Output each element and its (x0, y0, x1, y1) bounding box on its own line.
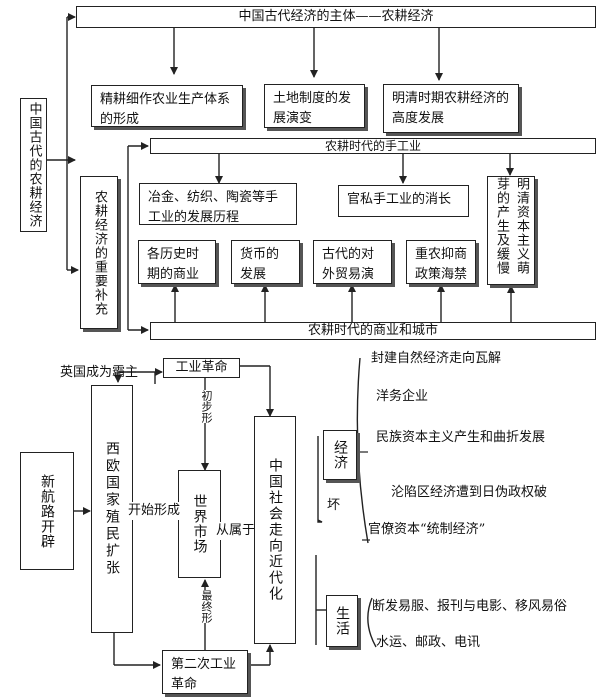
colonial-expansion-label: 西欧国家殖民扩张 (104, 441, 120, 577)
life-label: 生活 (334, 606, 350, 636)
economy-item-westernization: 洋务企业 (376, 389, 429, 404)
life-box: 生活 (326, 595, 358, 647)
haijin-policy-box: 重农抑商政策海禁 (406, 240, 476, 284)
economy-label: 经济 (332, 440, 348, 470)
life-item-communications: 水运、邮政、电讯 (376, 635, 481, 650)
ming-qing-economy-box: 明清时期农耕经济的高度发展 (383, 84, 519, 133)
official-private-handicraft-label: 官私手工业的消长 (347, 192, 452, 207)
intensive-farming-label: 精耕细作农业生产体系的形成 (100, 92, 231, 127)
start-forming-label: 开始形成 (128, 502, 181, 520)
new-sea-routes-label: 新航路开辟 (39, 473, 55, 549)
ancient-agrarian-economy-label: 中国古代的农耕经济 (26, 102, 42, 228)
intensive-farming-box: 精耕细作农业生产体系的形成 (91, 85, 243, 127)
handicraft-box: 农耕时代的手工业 (150, 138, 596, 154)
industrial-revolution-label: 工业革命 (175, 360, 228, 375)
currency-label: 货币的发展 (240, 247, 280, 282)
metal-textile-ceramic-label: 冶金、纺织、陶瓷等手工业的发展历程 (148, 190, 279, 225)
handicraft-label: 农耕时代的手工业 (324, 139, 421, 153)
main-subject-label: 中国古代经济的主体——农耕经济 (238, 9, 434, 24)
important-supplement-label: 农耕经济的重要补充 (92, 189, 107, 316)
commerce-city-label: 农耕时代的商业和城市 (307, 323, 438, 338)
currency-box: 货币的发展 (231, 240, 300, 284)
britain-hegemon-label: 英国成为霸主 (60, 365, 139, 380)
economy-item-national-capitalism: 民族资本主义产生和曲折发展 (376, 430, 546, 445)
economy-box: 经济 (323, 430, 357, 480)
subordinate-label: 从属于 (216, 522, 256, 540)
ancient-agrarian-economy-box: 中国古代的农耕经济 (20, 98, 47, 232)
official-private-handicraft-box: 官私手工业的消长 (338, 185, 469, 217)
commerce-history-label: 各历史时期的商业 (147, 247, 200, 282)
capitalism-sprouts-box: 明清资本主义萌芽的产生及缓慢 (487, 176, 535, 285)
land-system-label: 土地制度的发展演变 (273, 91, 352, 126)
world-market-box: 世界市场 (178, 470, 221, 578)
second-industrial-revolution-box: 第二次工业革命 (162, 650, 248, 694)
colonial-expansion-box: 西欧国家殖民扩张 (91, 385, 133, 633)
foreign-trade-box: 古代的对外贸易演 (313, 240, 392, 284)
new-sea-routes-box: 新航路开辟 (20, 452, 74, 570)
metal-textile-ceramic-box: 冶金、纺织、陶瓷等手工业的发展历程 (139, 183, 297, 225)
commerce-city-box: 农耕时代的商业和城市 (150, 322, 596, 340)
haijin-policy-label: 重农抑商政策海禁 (415, 247, 468, 282)
capitalism-sprouts-label: 明清资本主义萌芽的产生及缓慢 (494, 177, 529, 275)
foreign-trade-label: 古代的对外贸易演 (322, 247, 375, 282)
commerce-history-box: 各历史时期的商业 (138, 240, 216, 284)
life-item-customs: 断发易服、报刊与电影、移风易俗 (372, 599, 568, 614)
land-system-box: 土地制度的发展演变 (264, 84, 365, 128)
industrial-revolution-box: 工业革命 (163, 358, 240, 378)
second-industrial-revolution-label: 第二次工业革命 (171, 657, 237, 692)
world-market-label: 世界市场 (191, 494, 208, 554)
main-subject-box: 中国古代经济的主体——农耕经济 (76, 6, 596, 28)
initial-formation-label: 初步形 (200, 390, 213, 423)
economy-item-occupied-areas: 沦陷区经济遭到日伪政权破 (391, 485, 548, 500)
final-formation-label: 最终形 (200, 590, 213, 623)
economy-item-bureaucratic-capital: 官僚资本“统制经济” (368, 522, 486, 537)
important-supplement-box: 农耕经济的重要补充 (80, 176, 118, 329)
ming-qing-economy-label: 明清时期农耕经济的高度发展 (392, 91, 510, 126)
destruction-fragment-label: 坏 (327, 498, 341, 513)
modernization-box: 中国社会走向近代化 (254, 416, 296, 644)
modernization-label: 中国社会走向近代化 (267, 458, 283, 602)
economy-item-natural-economy: 封建自然经济走向瓦解 (371, 351, 502, 366)
